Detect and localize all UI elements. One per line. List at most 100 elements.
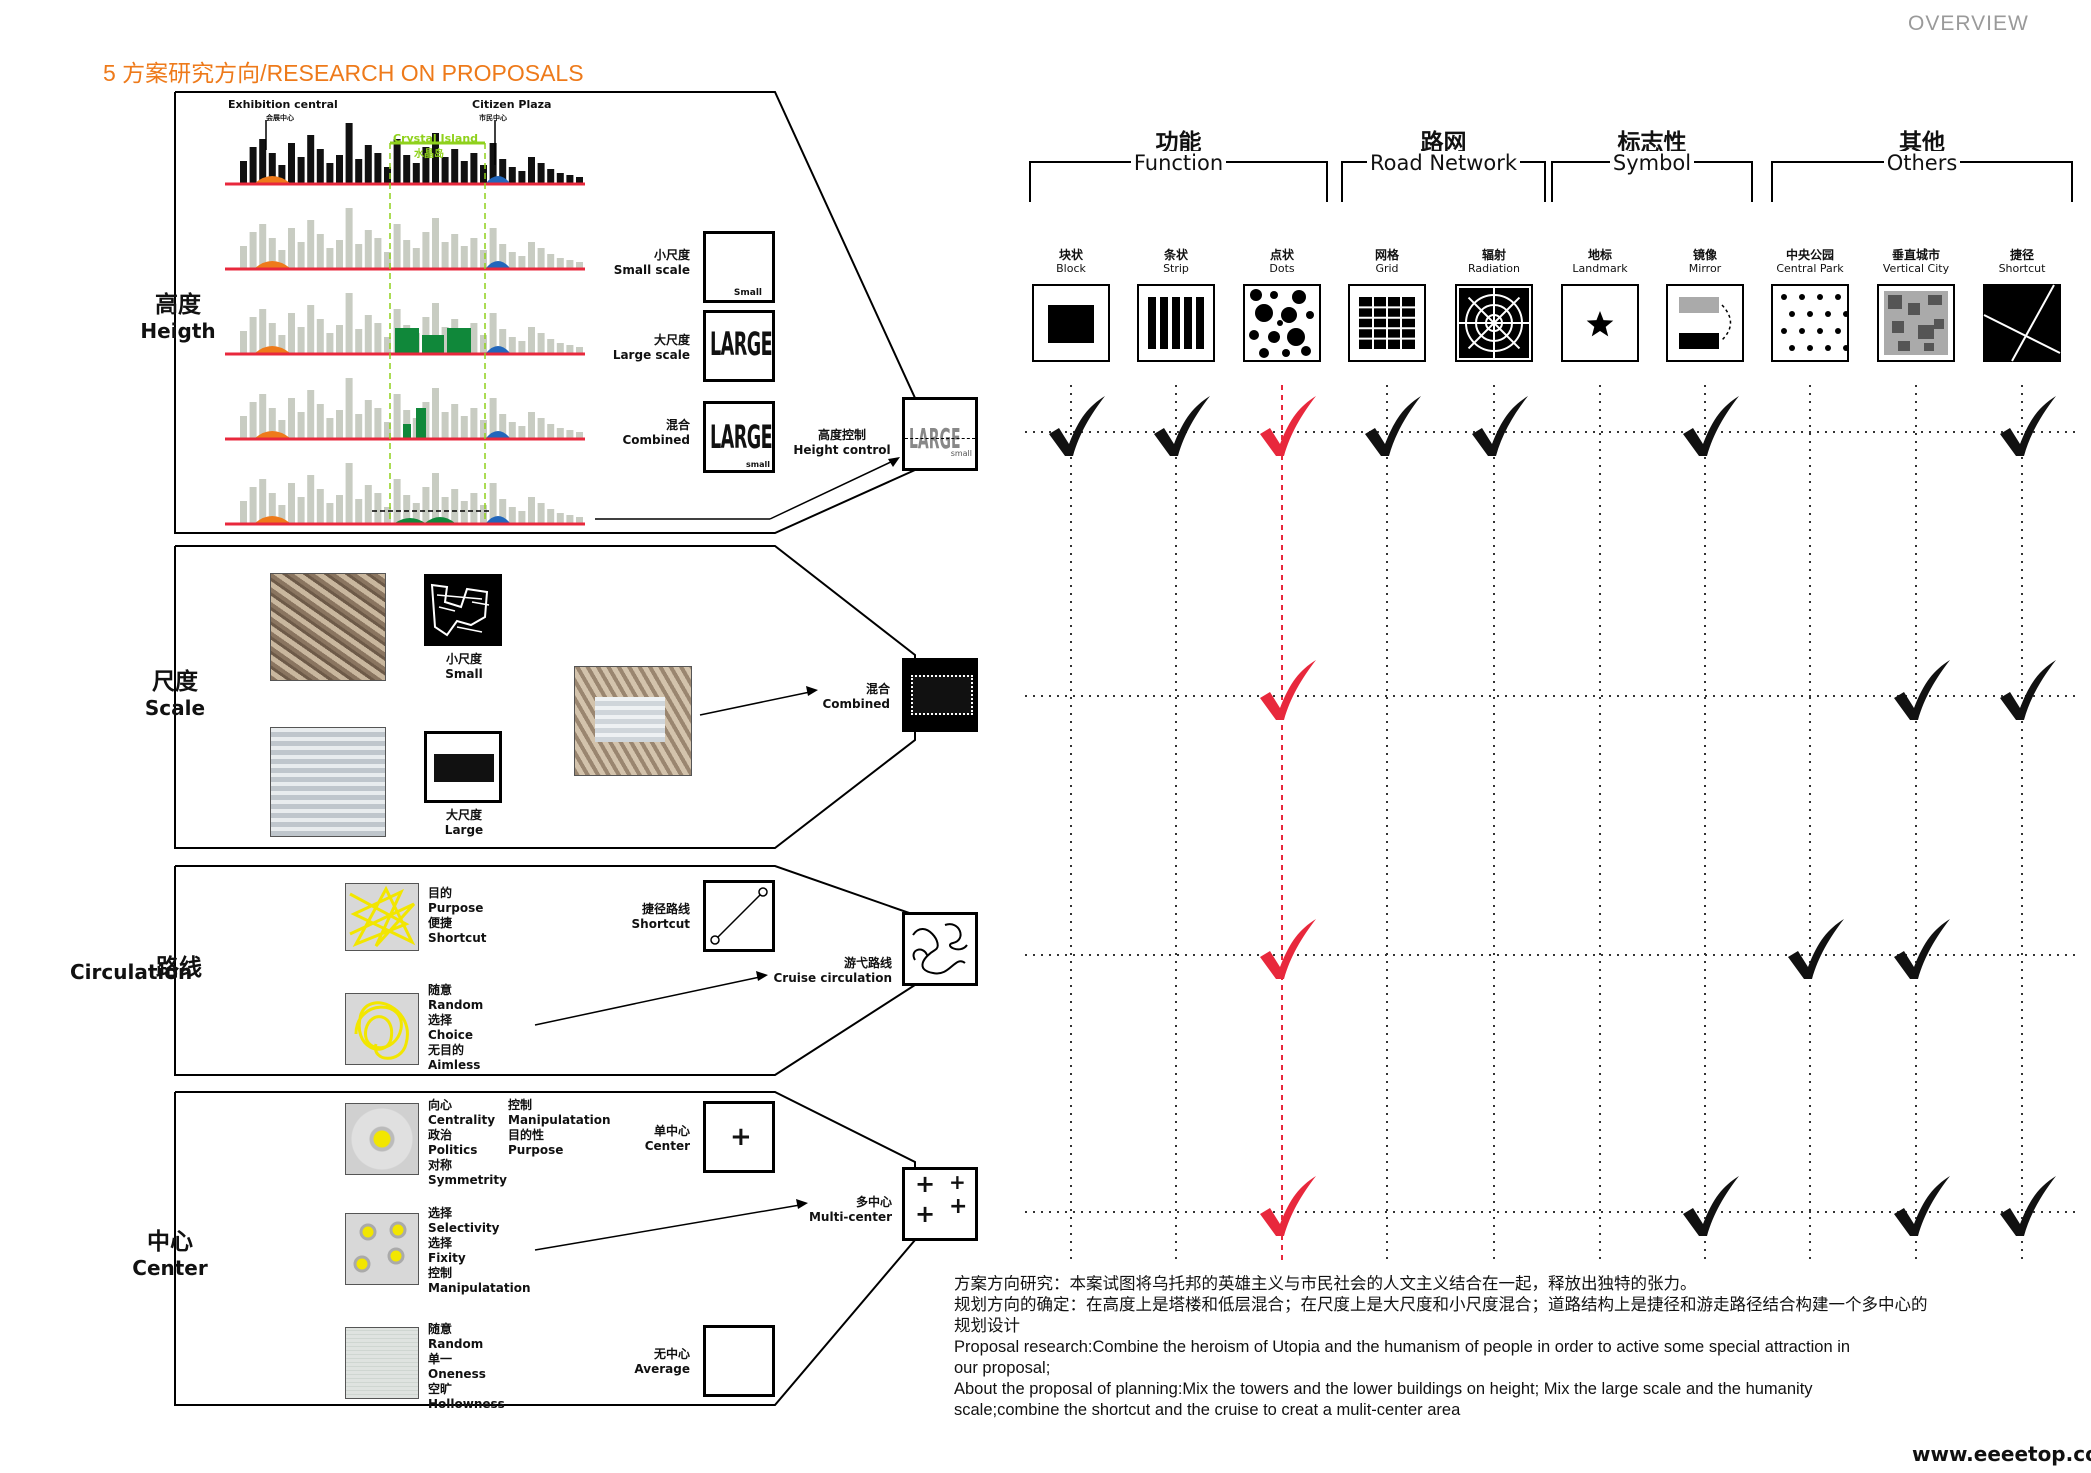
centrality-labels-left: 向心 Centrality 政治 Politics 对称 Symmetrity (428, 1098, 507, 1188)
description-line-4: our proposal; (954, 1359, 1051, 1377)
combined-label: 混合 Combined (590, 418, 690, 448)
check-red-icon (1260, 919, 1316, 979)
star-icon (1561, 284, 1639, 362)
multi-center-box: + + + + (902, 1167, 978, 1241)
small-scale-photo (270, 573, 386, 681)
strip-icon (1137, 284, 1215, 362)
citizen-label: Citizen Plaza (472, 98, 552, 111)
column-label-zh: 镜像 (1692, 248, 1717, 262)
page-title: 5 方案研究方向/RESEARCH ON PROPOSALS (103, 60, 584, 86)
mixed-scale-photo-center (595, 697, 665, 742)
crystal-label-zh: 水晶岛 (414, 149, 444, 160)
column-label-en: Strip (1163, 262, 1189, 275)
no-center-line-2: 单一 (428, 1352, 453, 1366)
multi-center-line-1: Selectivity (428, 1221, 500, 1235)
group-title-en-text: Symbol (1609, 151, 1695, 175)
park-icon (1771, 284, 1849, 362)
purpose-line-3: Shortcut (428, 931, 487, 945)
category-scale: 尺度 Scale (120, 662, 230, 720)
centrality-labels-right: 控制 Manipulatation 目的性 Purpose (508, 1098, 611, 1158)
no-center-zh: 无中心 (653, 1347, 690, 1361)
column-label-zh: 块状 (1058, 248, 1083, 262)
column-label-zh: 垂直城市 (1891, 248, 1940, 262)
cruise-route-zh: 游弋路线 (843, 956, 892, 970)
category-center: 中心 Center (115, 1222, 225, 1280)
check-red-icon (1260, 660, 1316, 720)
no-center-box (703, 1325, 775, 1397)
column-label-zh: 网格 (1374, 248, 1399, 262)
multi-center-line-0: 选择 (428, 1206, 453, 1220)
single-center-label: 单中心 Center (590, 1124, 690, 1154)
radiation-icon (1455, 284, 1533, 362)
multi-center-image (345, 1213, 419, 1285)
shortcut-route-box (703, 880, 775, 952)
category-center-zh: 中心 (147, 1229, 193, 1255)
cruise-route-en: Cruise circulation (773, 971, 893, 985)
large-scale-zh: 大尺度 (653, 333, 690, 347)
centrality-line-2: 政治 (428, 1128, 453, 1142)
random-line-1: Random (428, 998, 484, 1012)
column-label-en: Block (1056, 262, 1086, 275)
single-center-zh: 单中心 (653, 1124, 690, 1138)
overview-label: OVERVIEW (1908, 12, 2029, 35)
category-circulation-zh: 路线 (156, 955, 202, 981)
group-title-en: Function (1030, 151, 1327, 175)
small-scale-box: Small (703, 231, 775, 303)
watermark: www.eeeetop.com (1912, 1442, 2091, 1466)
no-center-line-0: 随意 (428, 1322, 453, 1336)
shortcut-route-diagram (710, 887, 768, 945)
check-icon (2000, 396, 2056, 456)
category-circulation: 路线 Circulation (70, 948, 240, 984)
no-center-line-4: 空旷 (428, 1382, 453, 1396)
purpose-line-2: 便捷 (428, 916, 453, 930)
category-height-zh: 高度 (155, 292, 201, 318)
control-line-1: Manipulatation (508, 1113, 611, 1127)
purpose-path-image (345, 883, 419, 951)
random-line-0: 随意 (428, 983, 453, 997)
height-control-line (905, 438, 975, 439)
no-center-line-1: Random (428, 1337, 484, 1351)
crystal-label: Crystal Island (393, 132, 479, 145)
multi-cross-icon-4: + (949, 1194, 968, 1219)
check-icon (1894, 660, 1950, 720)
random-path-image (345, 993, 419, 1065)
small-scale-caption-zh: 小尺度 (445, 652, 482, 666)
column-label-zh: 辐射 (1481, 248, 1506, 262)
check-icon (2000, 660, 2056, 720)
random-line-2: 选择 (428, 1013, 453, 1027)
small-scale-en: Small scale (613, 263, 690, 277)
category-scale-zh: 尺度 (152, 669, 198, 695)
control-line-3: Purpose (508, 1143, 564, 1157)
control-line-0: 控制 (508, 1098, 533, 1112)
multi-center-line-5: Manipulatation (428, 1281, 531, 1295)
check-icon (1894, 1176, 1950, 1236)
random-line-5: Aimless (428, 1058, 481, 1072)
large-scale-caption-en: Large (444, 823, 484, 837)
multi-center-label: 多中心 Multi-center (780, 1195, 892, 1225)
group-title-en: Road Network (1342, 151, 1545, 175)
cruise-route-diagram (912, 923, 968, 975)
group-title-en-text: Others (1883, 151, 1961, 175)
centrality-line-3: Politics (428, 1143, 478, 1157)
small-scale-label: 小尺度 Small scale (590, 248, 690, 278)
no-center-line-5: Hollowness (428, 1397, 505, 1411)
purpose-path-lines (349, 885, 416, 948)
centrality-line-1: Centrality (428, 1113, 496, 1127)
small-scale-figure-ground (424, 574, 502, 646)
block-icon (1032, 284, 1110, 362)
mirror-icon (1666, 284, 1744, 362)
check-red-icon (1260, 1176, 1316, 1236)
no-center-label: 无中心 Average (590, 1347, 690, 1377)
control-line-2: 目的性 (508, 1128, 545, 1142)
check-icon (1683, 396, 1739, 456)
random-path-lines (354, 1001, 409, 1060)
group-title-en-text: Function (1130, 151, 1227, 175)
single-center-box: + (703, 1101, 775, 1173)
description-line-0: 方案方向研究：本案试图将乌托邦的英雄主义与市民社会的人文主义结合在一起，释放出独… (954, 1275, 1697, 1293)
combined-box: LARGE small (703, 401, 775, 473)
exhibition-label: Exhibition central (228, 98, 338, 111)
category-circulation-en: Circulation (70, 960, 193, 984)
large-scale-box: LARGE (703, 310, 775, 382)
mixed-scale-box-block (911, 675, 973, 715)
